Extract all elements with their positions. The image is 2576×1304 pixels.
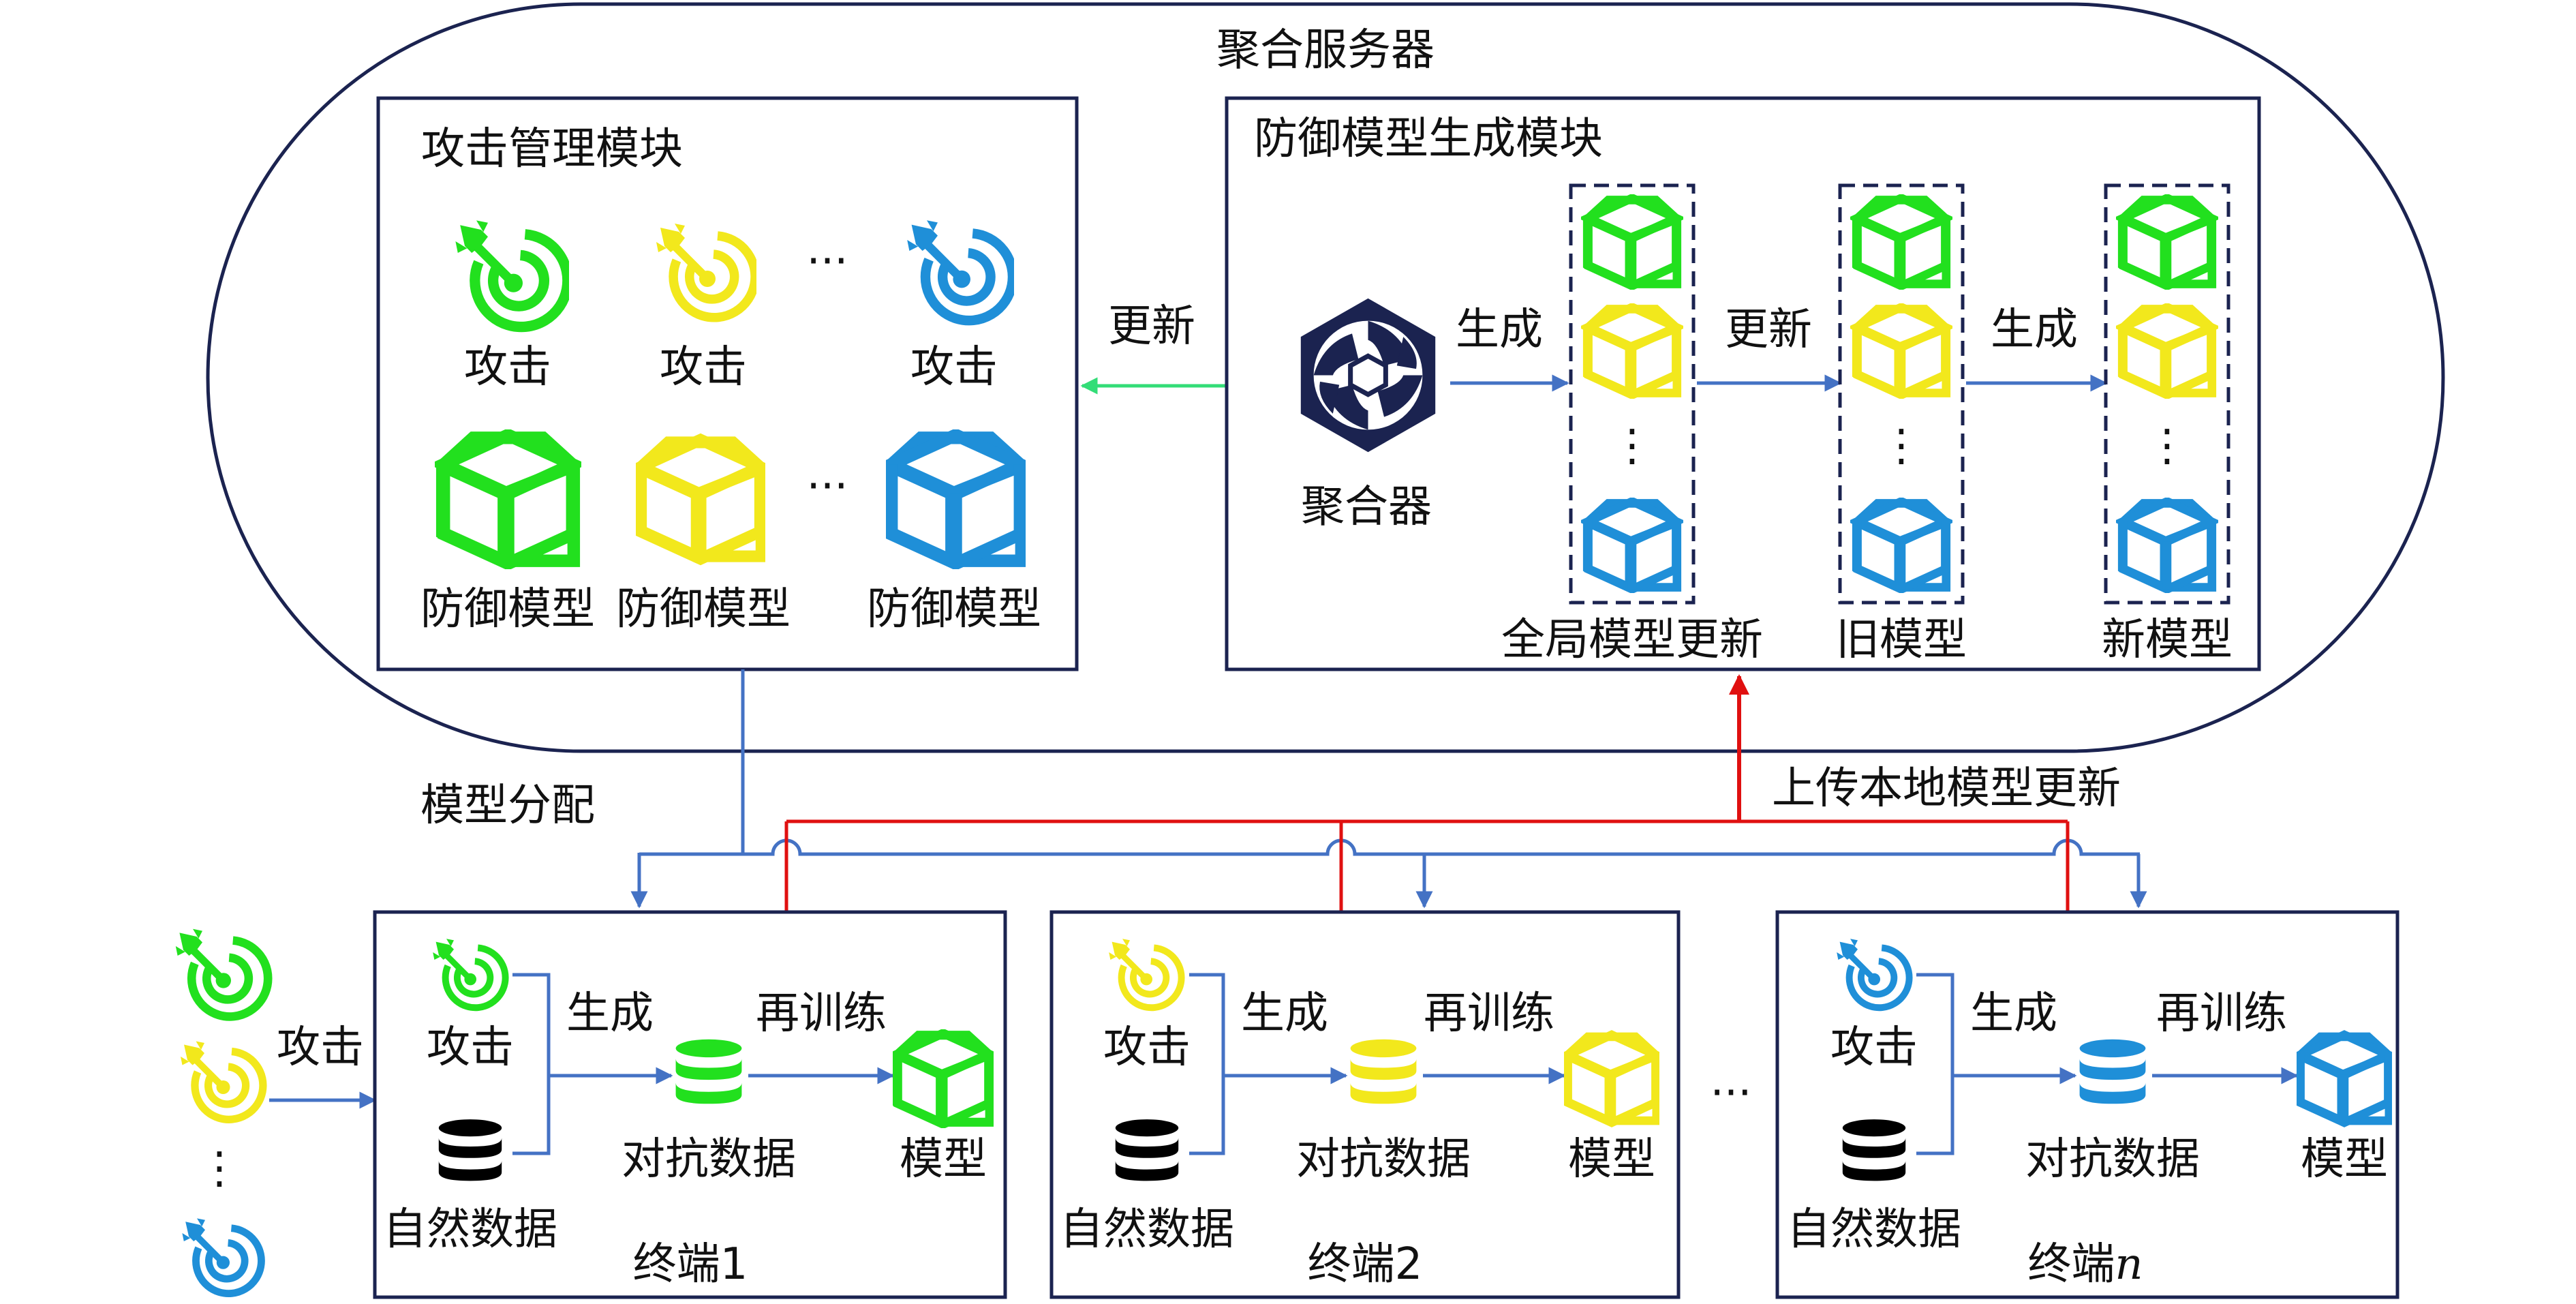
aggregation-server: 聚合服务器 — [206, 2, 2445, 753]
terminal-data-label: 自然数据 — [1787, 1204, 1961, 1255]
generate-label: 生成 — [566, 988, 654, 1039]
attack-source-vdots: ⋮ — [198, 1143, 241, 1194]
defense-label-1: 防御模型 — [420, 584, 595, 635]
upload-label: 上传本地模型更新 — [1772, 763, 2121, 814]
terminal-ellipsis: ··· — [1710, 1068, 1751, 1119]
upload-update-lines: 上传本地模型更新 — [784, 674, 2121, 912]
old-vdots: ⋮ — [1880, 421, 1923, 471]
database-icon — [2079, 1039, 2146, 1104]
attack-connector — [1916, 973, 1954, 1155]
new-model-label: 新模型 — [2102, 615, 2233, 665]
attack-module-title: 攻击管理模块 — [421, 124, 683, 175]
terminal-name: 终端2 — [1308, 1239, 1423, 1290]
attack-module-box — [376, 96, 1079, 671]
terminal-data-label: 自然数据 — [1060, 1204, 1234, 1255]
terminal-name-prefix: 终端 — [2027, 1239, 2115, 1290]
terminal-name: 终端1 — [633, 1239, 748, 1290]
attack-management-module: 攻击管理模块 ··· 攻击 攻击 攻击 ··· 防御模型 防御模型 防御模型 — [376, 96, 1079, 671]
distribution-label: 模型分配 — [420, 780, 595, 831]
old-model-label: 旧模型 — [1836, 615, 1967, 665]
terminal-attack-label: 攻击 — [427, 1022, 514, 1073]
target-icon — [182, 1218, 261, 1293]
retrain-label: 再训练 — [756, 988, 887, 1039]
retrain-label: 再训练 — [1424, 988, 1554, 1039]
target-icon — [176, 929, 268, 1017]
terminal-n: 攻击 自然数据 生成 对抗数据 再训练 模型 终端n — [1775, 910, 2399, 1299]
terminal-data-label: 自然数据 — [383, 1204, 557, 1255]
attack-connector — [512, 973, 551, 1155]
database-icon — [1842, 1119, 1906, 1181]
attack-connector — [1189, 973, 1225, 1155]
terminal-name-var: n — [2115, 1239, 2143, 1290]
target-icon — [181, 1042, 263, 1120]
terminal-1: 攻击 自然数据 生成 对抗数据 再训练 模型 终端1 — [373, 910, 1007, 1299]
terminal-attack-label: 攻击 — [1103, 1022, 1191, 1073]
terminal-2: 攻击 自然数据 生成 对抗数据 再训练 模型 终端2 — [1049, 910, 1681, 1299]
database-icon — [1350, 1039, 1417, 1104]
global-model-group — [1569, 183, 1696, 605]
retrain-label: 再训练 — [2156, 988, 2287, 1039]
adversarial-data-label: 对抗数据 — [2025, 1134, 2200, 1185]
generate-label: 生成 — [1970, 988, 2057, 1039]
generate-label: 生成 — [1241, 988, 1328, 1039]
database-icon — [675, 1039, 742, 1104]
terminal-attack-label: 攻击 — [1830, 1022, 1918, 1073]
server-title: 聚合服务器 — [1216, 25, 1435, 76]
attack-source: ⋮ 攻击 — [176, 929, 377, 1294]
defense-generation-module: 防御模型生成模块 聚合器 生成 ⋮ 全局模型更新 更新 ⋮ 旧模型 生成 ⋮ 新… — [1225, 96, 2261, 671]
new-vdots: ⋮ — [2145, 421, 2189, 471]
aggregator-label: 聚合器 — [1301, 482, 1432, 532]
defense-module-title: 防御模型生成模块 — [1254, 114, 1603, 164]
adversarial-data-label: 对抗数据 — [622, 1134, 796, 1185]
defense-label-2: 防御模型 — [616, 584, 791, 635]
attack-ellipsis: ··· — [806, 237, 848, 287]
old-model-group — [1838, 183, 1965, 605]
server-boundary — [206, 2, 2445, 753]
distribution-bus — [639, 838, 2140, 856]
database-icon — [438, 1119, 502, 1181]
model-label: 模型 — [2301, 1134, 2388, 1185]
update-label: 更新 — [1725, 305, 1812, 355]
update-arrow-label: 更新 — [1108, 301, 1195, 352]
generate-label-1: 生成 — [1456, 305, 1543, 355]
attack-label-1: 攻击 — [464, 342, 551, 393]
global-vdots: ⋮ — [1610, 421, 1654, 471]
attack-source-label: 攻击 — [277, 1022, 364, 1073]
module-update-link: 更新 — [1080, 301, 1227, 395]
defense-label-3: 防御模型 — [867, 584, 1041, 635]
attack-label-2: 攻击 — [660, 342, 747, 393]
defense-ellipsis: ··· — [806, 461, 848, 512]
model-label: 模型 — [900, 1134, 987, 1185]
attack-label-3: 攻击 — [910, 342, 998, 393]
global-model-update-label: 全局模型更新 — [1501, 615, 1763, 665]
new-model-group — [2104, 183, 2230, 605]
generate-label-2: 生成 — [1991, 305, 2078, 355]
database-icon — [1115, 1119, 1179, 1181]
adversarial-data-label: 对抗数据 — [1296, 1134, 1471, 1185]
terminal-name: 终端n — [2027, 1239, 2143, 1290]
terminal-box — [1775, 910, 2399, 1299]
model-label: 模型 — [1568, 1134, 1655, 1185]
